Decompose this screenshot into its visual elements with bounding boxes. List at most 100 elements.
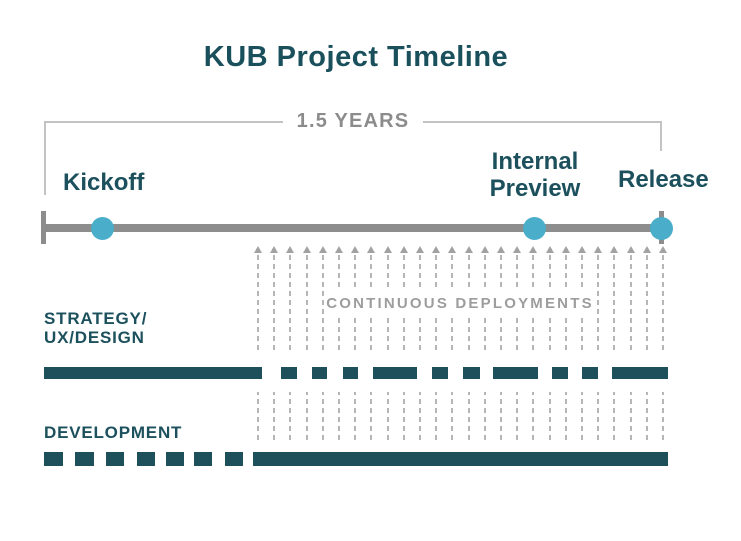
- milestone-label-kickoff: Kickoff: [63, 169, 145, 196]
- arrowhead-up-icon: [416, 246, 424, 253]
- deploy-arrow-icon: [254, 246, 262, 450]
- arrow-dashed-shaft: [305, 255, 308, 444]
- arrowhead-up-icon: [335, 246, 343, 253]
- arrowhead-up-icon: [578, 246, 586, 253]
- arrowhead-up-icon: [351, 246, 360, 253]
- deploy-arrow-icon: [529, 246, 538, 450]
- deploy-arrow-icon: [594, 246, 603, 450]
- arrowhead-up-icon: [367, 246, 376, 253]
- arrow-dashed-shaft: [548, 255, 551, 444]
- bar-segment: [493, 367, 538, 379]
- milestone-label-release: Release: [618, 166, 709, 193]
- arrow-dashed-shaft: [564, 255, 567, 444]
- bar-segment: [166, 452, 184, 466]
- arrow-dashed-shaft: [435, 255, 438, 444]
- arrowhead-up-icon: [302, 246, 311, 253]
- deployment-arrows: [250, 246, 672, 450]
- strategy-row-label: STRATEGY/ UX/DESIGN: [44, 309, 147, 347]
- deploy-arrow-icon: [416, 246, 424, 450]
- arrowhead-up-icon: [448, 246, 457, 253]
- arrow-dashed-shaft: [532, 255, 535, 444]
- bar-segment: [194, 452, 212, 466]
- strategy-label-line1: STRATEGY/: [44, 309, 148, 328]
- bar-segment: [44, 452, 63, 466]
- arrowhead-up-icon: [383, 246, 392, 253]
- bar-segment: [44, 367, 262, 379]
- arrow-dashed-shaft: [370, 255, 373, 444]
- duration-bracket-left-tick: [44, 121, 46, 195]
- arrow-dashed-shaft: [273, 255, 276, 444]
- arrow-dashed-shaft: [257, 255, 259, 444]
- development-label-line1: DEVELOPMENT: [44, 423, 183, 442]
- milestone-label-internal-preview: Internal Preview: [465, 148, 605, 202]
- arrow-dashed-shaft: [629, 255, 632, 444]
- deploy-arrow-icon: [464, 246, 473, 450]
- deploy-arrow-icon: [335, 246, 343, 450]
- strategy-label-line2: UX/DESIGN: [44, 328, 145, 347]
- arrow-dashed-shaft: [662, 255, 664, 444]
- arrowhead-up-icon: [480, 246, 489, 253]
- arrowhead-up-icon: [561, 246, 570, 253]
- arrow-dashed-shaft: [581, 255, 583, 444]
- arrowhead-up-icon: [270, 246, 279, 253]
- deploy-arrow-icon: [480, 246, 489, 450]
- deploy-arrow-icon: [448, 246, 457, 450]
- arrowhead-up-icon: [399, 246, 408, 253]
- bar-segment: [552, 367, 568, 379]
- arrow-dashed-shaft: [483, 255, 486, 444]
- deploy-arrow-icon: [578, 246, 586, 450]
- milestone-dot-release: [650, 217, 673, 240]
- bar-segment: [281, 367, 297, 379]
- arrowhead-up-icon: [497, 246, 505, 253]
- deploy-arrow-icon: [497, 246, 505, 450]
- arrowhead-up-icon: [529, 246, 538, 253]
- arrow-dashed-shaft: [321, 255, 324, 444]
- bar-segment: [253, 452, 668, 466]
- bar-segment: [612, 367, 668, 379]
- deploy-arrow-icon: [318, 246, 327, 450]
- development-activity-bar: [0, 452, 741, 466]
- arrowhead-up-icon: [513, 246, 522, 253]
- arrow-dashed-shaft: [386, 255, 389, 444]
- deploy-arrow-icon: [561, 246, 570, 450]
- arrowhead-up-icon: [594, 246, 603, 253]
- arrowhead-up-icon: [626, 246, 635, 253]
- arrowhead-up-icon: [642, 246, 651, 253]
- deploy-arrow-icon: [286, 246, 295, 450]
- arrow-dashed-shaft: [613, 255, 616, 444]
- deploy-arrow-icon: [545, 246, 554, 450]
- bar-segment: [106, 452, 124, 466]
- arrowhead-up-icon: [464, 246, 473, 253]
- duration-label: 1.5 YEARS: [283, 108, 423, 135]
- arrowhead-up-icon: [286, 246, 295, 253]
- deploy-arrow-icon: [659, 246, 667, 450]
- arrow-dashed-shaft: [516, 255, 519, 444]
- deploy-arrow-icon: [367, 246, 376, 450]
- bar-segment: [225, 452, 243, 466]
- arrowhead-up-icon: [254, 246, 262, 253]
- bar-segment: [463, 367, 480, 379]
- arrow-dashed-shaft: [467, 255, 470, 444]
- arrow-dashed-shaft: [645, 255, 648, 444]
- arrow-dashed-shaft: [354, 255, 357, 444]
- bar-segment: [343, 367, 358, 379]
- bar-segment: [582, 367, 598, 379]
- timeline-start-cap: [41, 211, 46, 244]
- deploy-arrow-icon: [626, 246, 635, 450]
- arrowhead-up-icon: [432, 246, 441, 253]
- deploy-arrow-icon: [383, 246, 392, 450]
- bar-segment: [137, 452, 155, 466]
- deploy-arrow-icon: [610, 246, 619, 450]
- deploy-arrow-icon: [302, 246, 311, 450]
- development-row-label: DEVELOPMENT: [44, 423, 182, 442]
- arrowhead-up-icon: [659, 246, 667, 253]
- arrow-dashed-shaft: [419, 255, 421, 444]
- deploy-arrow-icon: [399, 246, 408, 450]
- arrowhead-up-icon: [318, 246, 327, 253]
- deploy-arrow-icon: [270, 246, 279, 450]
- page-title: KUB Project Timeline: [203, 41, 509, 73]
- arrow-dashed-shaft: [451, 255, 454, 444]
- milestone-label-line1: Internal: [491, 148, 579, 175]
- milestone-label-line2: Preview: [489, 175, 581, 202]
- deploy-arrow-icon: [351, 246, 360, 450]
